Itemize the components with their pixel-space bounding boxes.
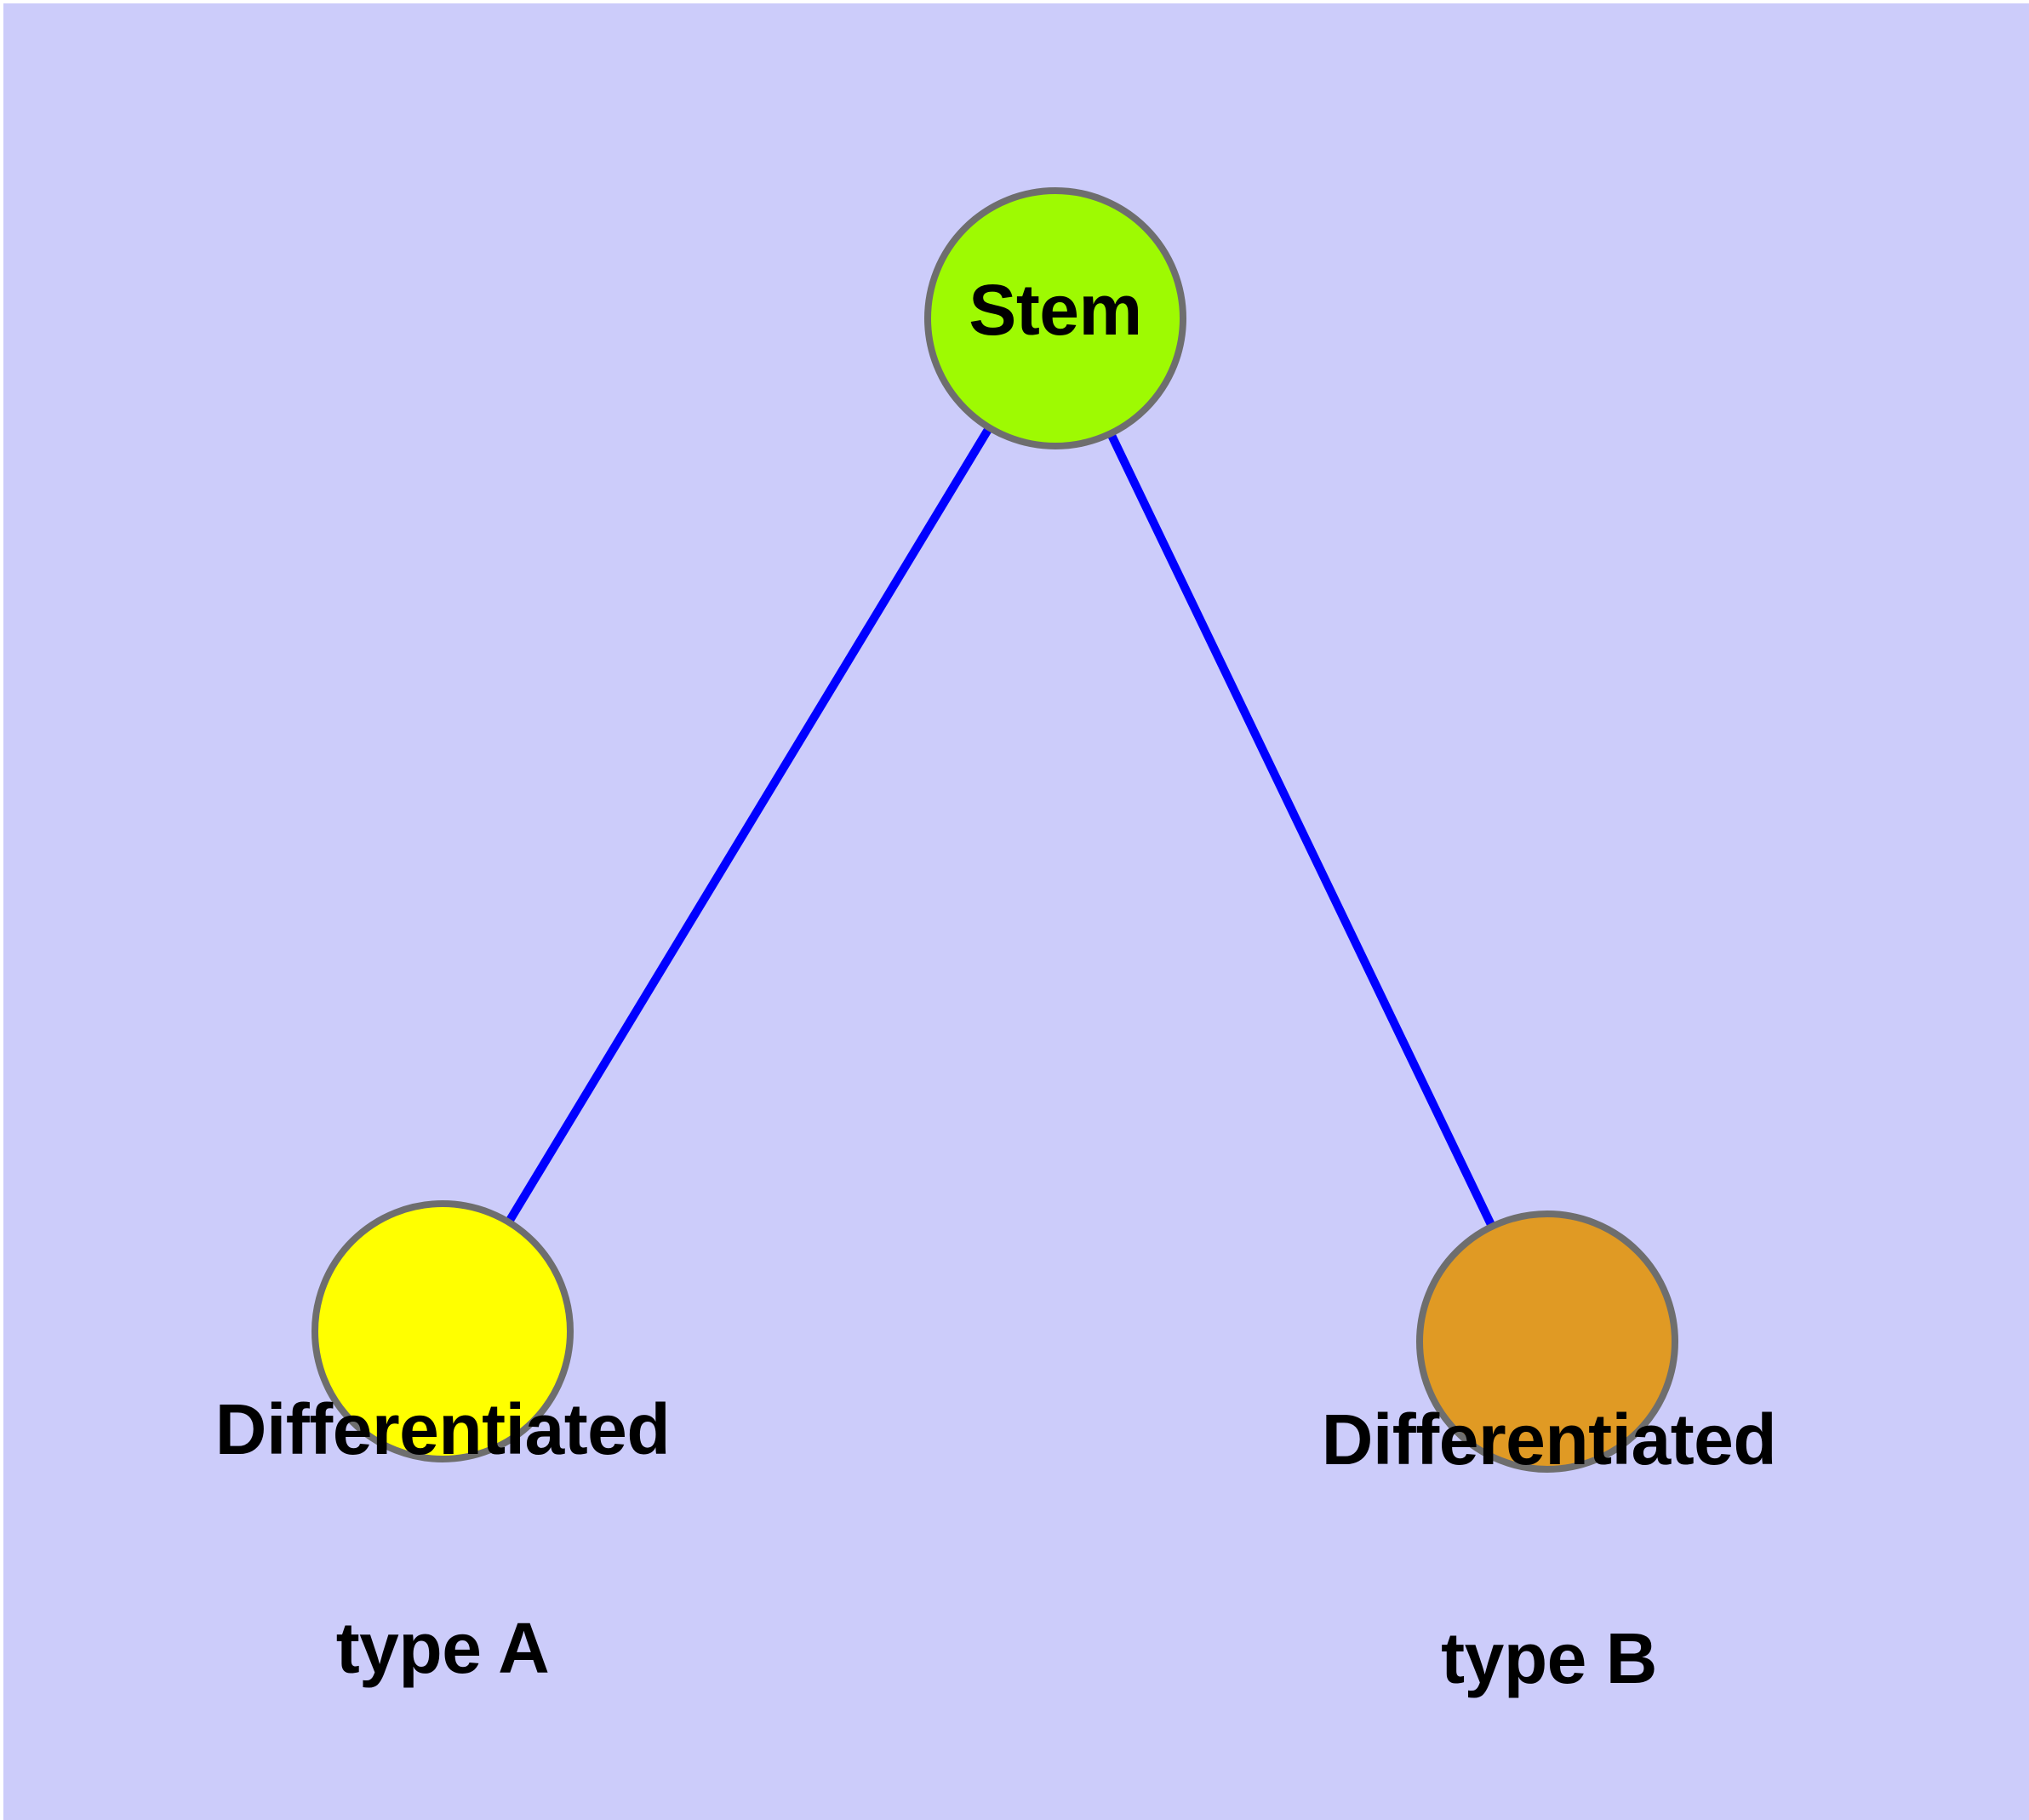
node-differentiated-type-a[interactable] [311,1200,574,1462]
edge-stem-to-differentiated-type-b [1051,316,1552,1344]
edge-stem-to-differentiated-type-a [438,316,1060,1334]
node-layer [311,187,1678,1473]
edge-layer [438,316,1552,1344]
node-differentiated-type-b[interactable] [1416,1210,1678,1473]
node-stem[interactable] [924,187,1186,449]
